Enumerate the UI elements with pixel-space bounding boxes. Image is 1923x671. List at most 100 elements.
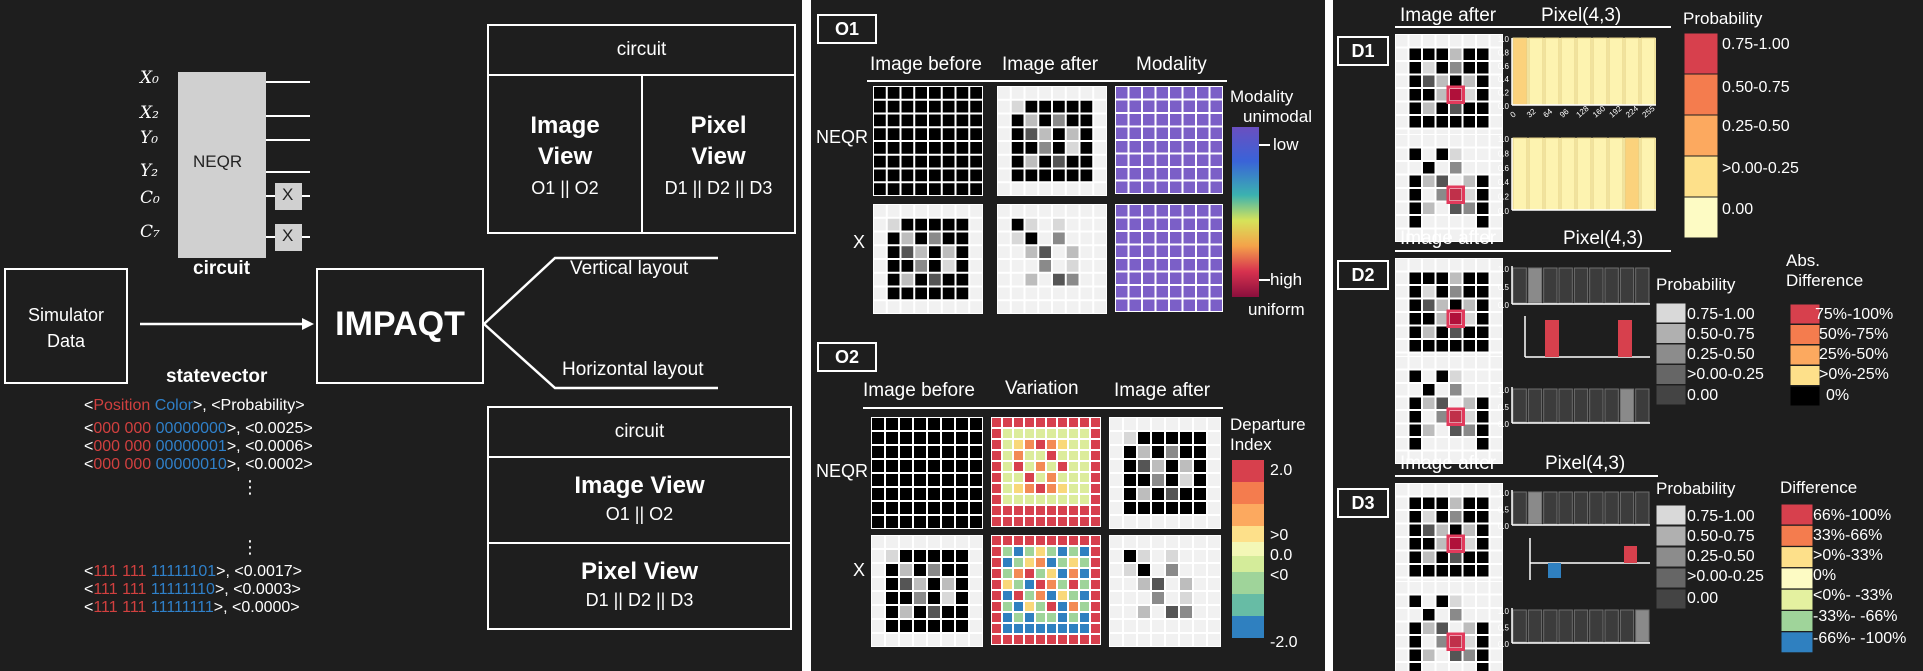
- statevector-arrowhead: [302, 318, 314, 330]
- o2-grids: [871, 417, 1264, 647]
- d3-diff-swatch: [1780, 610, 1814, 632]
- d3-diff-swatch: [1780, 546, 1814, 569]
- d2-bottom-bar: [1573, 388, 1589, 423]
- modality-colorbar: [1232, 127, 1259, 297]
- d1-legend-2: 0.25-0.50: [1722, 118, 1790, 135]
- d1-legend-4: 0.00: [1722, 201, 1754, 218]
- highlighted-pixel: [1446, 185, 1465, 204]
- d1-legend-title: Probability: [1683, 9, 1763, 28]
- qubit-label: Y₂: [140, 161, 159, 181]
- tick-label: 0.5: [1498, 283, 1510, 292]
- d3-bottom-bar: [1589, 609, 1604, 643]
- o1-grids: [873, 86, 1270, 314]
- horizontal-circuit-box: circuit: [487, 406, 792, 458]
- d2-legend-swatch: [1655, 343, 1687, 365]
- horizontal-image-view-label: Image View: [574, 472, 705, 499]
- o1-header-before: Image before: [870, 54, 982, 75]
- o1-image-after-neqr: [997, 86, 1107, 196]
- d2-top-bar: [1604, 267, 1619, 304]
- d3-legend-swatch: [1655, 525, 1687, 547]
- d2-top-bar: [1558, 267, 1573, 304]
- d2-top-bar: [1589, 267, 1604, 304]
- d2-top-bar: [1573, 267, 1589, 304]
- d3-diff-3: 0%: [1813, 567, 1837, 584]
- qubit-label: Y₀: [140, 128, 159, 148]
- departure-legend-swatch: [1232, 594, 1264, 616]
- d3-legend-4: 0.00: [1687, 590, 1719, 607]
- d1-bar: [1544, 37, 1560, 106]
- d2-diff-swatch: [1789, 344, 1821, 366]
- simulator-data-label: Simulator Data: [27, 305, 105, 351]
- d3-top-bar: [1512, 491, 1527, 525]
- d1-bar: [1608, 37, 1624, 106]
- d2-bottom-bar: [1604, 388, 1619, 423]
- d2-bottom-bar: [1619, 388, 1635, 423]
- highlighted-pixel: [1446, 309, 1465, 328]
- d2-diff-swatch: [1789, 365, 1821, 386]
- d1-image-after: Image after: [1400, 5, 1497, 26]
- tick-label: 0.0: [1498, 640, 1510, 649]
- o1-image-after-x: [997, 204, 1107, 314]
- tick-label: 0.0: [1498, 522, 1510, 531]
- d2-bottom-bar: [1589, 388, 1604, 423]
- neqr-gate-label: NEQR: [193, 152, 243, 171]
- horizontal-layout-branch: [483, 323, 718, 390]
- d3-legend-swatch: [1655, 567, 1687, 589]
- statevector-row: <000 000 00000001>, <0.0006>: [84, 438, 313, 456]
- statevector-row: <111 111 11111101>, <0.0017>: [84, 563, 302, 581]
- o1-modality-x: [1115, 204, 1223, 312]
- header-close: >, <Probability>: [192, 397, 305, 414]
- d3-diff-swatch: [1780, 503, 1814, 526]
- d2-top-bar: [1543, 267, 1558, 304]
- flow-arrows: [140, 256, 718, 390]
- d2-diff-4: 0%: [1826, 387, 1850, 404]
- tick-label: 1.0: [1498, 607, 1510, 616]
- d1-bar: [1576, 37, 1592, 106]
- statevector-token: 000 000: [93, 420, 152, 437]
- d1-legend-1: 0.50-0.75: [1722, 79, 1790, 96]
- tick-label: 1.0: [1498, 386, 1510, 395]
- d3-diff-1: 33%-66%: [1813, 527, 1883, 544]
- statevector-token: 00000010: [155, 456, 227, 473]
- vertical-pixel-view-label: Pixel View: [690, 112, 747, 170]
- d2-legend-swatch: [1655, 302, 1687, 324]
- d2-diff-swatch: [1789, 324, 1821, 345]
- o2-legend-neg2: -2.0: [1270, 634, 1298, 651]
- tick-label: 0.4: [1498, 75, 1510, 84]
- d1-bar: [1640, 37, 1656, 106]
- d3-bottom-bar: [1635, 609, 1650, 643]
- statevector-token: >, <0.0025>: [226, 420, 313, 437]
- d1-legend-swatch: [1683, 114, 1719, 157]
- d3-legend-swatch: [1655, 504, 1687, 526]
- d2-legend-title: Probability: [1656, 275, 1736, 294]
- d2-pixel: Pixel(4,3): [1563, 228, 1644, 249]
- tick-label: 0.5: [1498, 403, 1510, 412]
- vertical-image-view-label: Image View: [530, 112, 600, 170]
- d1-legend-swatch: [1683, 32, 1719, 75]
- tick-label: 0.8: [1498, 149, 1510, 158]
- d1-legend-swatch: [1683, 155, 1719, 198]
- o1-legend-low: low: [1273, 135, 1299, 154]
- o2-header-after: Image after: [1114, 380, 1211, 401]
- d2-bottom-bar: [1543, 388, 1558, 423]
- impaqt-box: IMPAQT: [316, 268, 484, 384]
- statevector-token: 11111101: [150, 563, 217, 580]
- d3-diff-title: Difference: [1780, 478, 1858, 497]
- d3-image-after-2: [1395, 581, 1503, 671]
- statevector-token: 11111110: [150, 581, 215, 598]
- d1-bar: [1560, 37, 1576, 106]
- departure-legend-swatch: [1232, 460, 1264, 482]
- statevector-token: 111 111: [93, 599, 147, 616]
- d2-diff-bar: [1545, 320, 1559, 357]
- d2-diff-2: 25%-50%: [1819, 346, 1889, 363]
- x-gate-2: [275, 224, 302, 251]
- d3-diff-5: -33%- -66%: [1813, 608, 1898, 625]
- d3-legend-2: 0.25-0.50: [1687, 548, 1755, 565]
- departure-legend-swatch: [1232, 556, 1264, 572]
- vertical-circuit-label: circuit: [616, 39, 667, 60]
- tick-label: 0.4: [1498, 178, 1510, 187]
- o1-header-rule: [867, 80, 1227, 82]
- statevector-token: >, <0.0002>: [226, 456, 313, 473]
